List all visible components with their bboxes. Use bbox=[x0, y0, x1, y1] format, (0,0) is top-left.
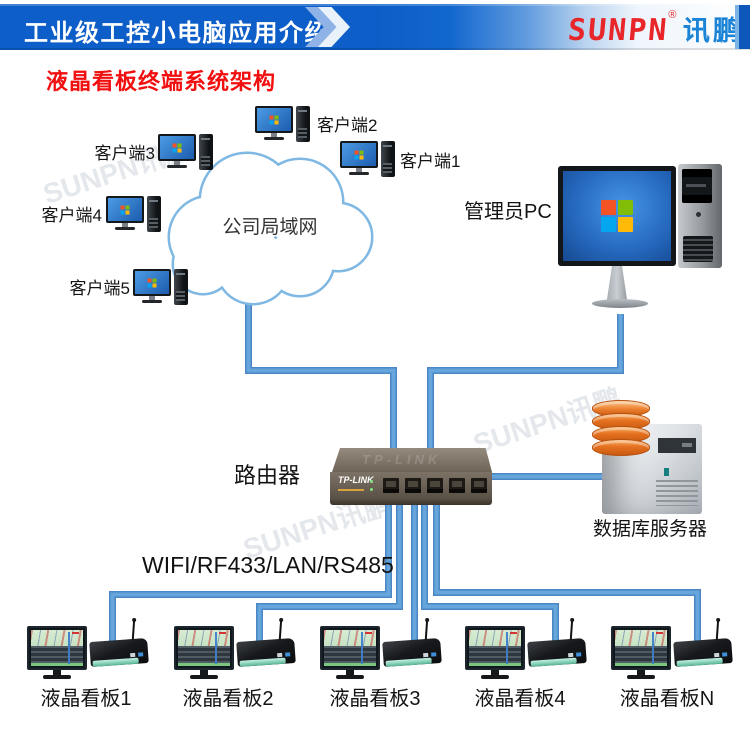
kanban-terminal bbox=[611, 619, 745, 682]
page-title: 工业级工控小电脑应用介绍 bbox=[24, 20, 330, 47]
mini-pc-box bbox=[673, 619, 733, 667]
router-brand-label: TP-LINK bbox=[338, 475, 374, 485]
client-pc-icon bbox=[340, 141, 396, 181]
database-cylinder-icon bbox=[592, 400, 650, 456]
kanban-terminal bbox=[320, 619, 454, 682]
registered-mark-icon: ® bbox=[668, 9, 677, 21]
kanban-label-n: 液晶看板N bbox=[619, 688, 715, 710]
kanban-terminal bbox=[27, 619, 161, 682]
admin-pc-monitor bbox=[558, 166, 676, 266]
header-edge-bar bbox=[735, 5, 750, 49]
antenna-icon bbox=[424, 619, 429, 640]
windows-logo-icon bbox=[269, 115, 279, 124]
kanban-monitor bbox=[27, 626, 87, 670]
client-pc-icon bbox=[158, 134, 214, 174]
windows-logo-icon bbox=[601, 200, 633, 232]
windows-logo-icon bbox=[354, 150, 364, 159]
kanban-terminal bbox=[465, 619, 599, 682]
antenna-icon bbox=[569, 619, 574, 640]
kanban-label-3: 液晶看板3 bbox=[329, 688, 421, 710]
database-server-label: 数据库服务器 bbox=[592, 519, 707, 540]
router-etched-brand: TP-LINK bbox=[362, 452, 442, 467]
windows-logo-icon bbox=[120, 205, 130, 214]
windows-logo-icon bbox=[147, 278, 157, 287]
antenna-icon bbox=[715, 619, 720, 640]
kanban-label-1: 液晶看板1 bbox=[40, 688, 132, 710]
kanban-monitor bbox=[611, 626, 671, 670]
brand-logo: SUNPN® 讯鹏 bbox=[566, 9, 743, 48]
admin-pc-label: 管理员PC bbox=[464, 201, 552, 223]
ethernet-port bbox=[427, 478, 443, 493]
client-label-5: 客户端5 bbox=[69, 279, 130, 298]
client-label-3: 客户端3 bbox=[94, 144, 155, 163]
router-device: TP-LINK bbox=[330, 472, 492, 505]
brand-logo-cn: 讯鹏 bbox=[682, 16, 743, 46]
client-label-4: 客户端4 bbox=[41, 206, 102, 225]
client-label-1: 客户端1 bbox=[400, 152, 461, 171]
bus-protocols-label: WIFI/RF433/LAN/RS485 bbox=[142, 552, 394, 578]
router-label: 路由器 bbox=[234, 463, 301, 488]
kanban-label-4: 液晶看板4 bbox=[474, 688, 566, 710]
client-pc-icon bbox=[133, 269, 189, 309]
monitor-stand bbox=[606, 266, 628, 300]
client-label-2: 客户端2 bbox=[317, 116, 378, 135]
header-banner bbox=[0, 4, 750, 50]
kanban-monitor bbox=[174, 626, 234, 670]
mini-pc-box bbox=[236, 619, 296, 667]
kanban-label-2: 液晶看板2 bbox=[182, 688, 274, 710]
ethernet-port bbox=[383, 478, 399, 493]
database-server-tower bbox=[602, 424, 702, 514]
windows-logo-icon bbox=[172, 143, 182, 152]
kanban-monitor bbox=[465, 626, 525, 670]
client-pc-icon bbox=[106, 196, 162, 236]
mini-pc-box bbox=[89, 619, 149, 667]
ethernet-port bbox=[405, 478, 421, 493]
lan-cloud-label: 公司局域网 bbox=[222, 217, 318, 238]
kanban-terminal bbox=[174, 619, 308, 682]
router-top-face: TP-LINK bbox=[332, 448, 492, 472]
kanban-monitor bbox=[320, 626, 380, 670]
ethernet-port bbox=[471, 478, 487, 493]
diagram-title: 液晶看板终端系统架构 bbox=[46, 69, 277, 94]
monitor-stand-base bbox=[592, 299, 648, 308]
mini-pc-box bbox=[382, 619, 442, 667]
antenna-icon bbox=[131, 619, 136, 640]
antenna-icon bbox=[278, 619, 283, 640]
mini-pc-box bbox=[527, 619, 587, 667]
ethernet-port bbox=[449, 478, 465, 493]
client-pc-icon bbox=[255, 106, 311, 146]
admin-pc-tower bbox=[678, 164, 722, 268]
